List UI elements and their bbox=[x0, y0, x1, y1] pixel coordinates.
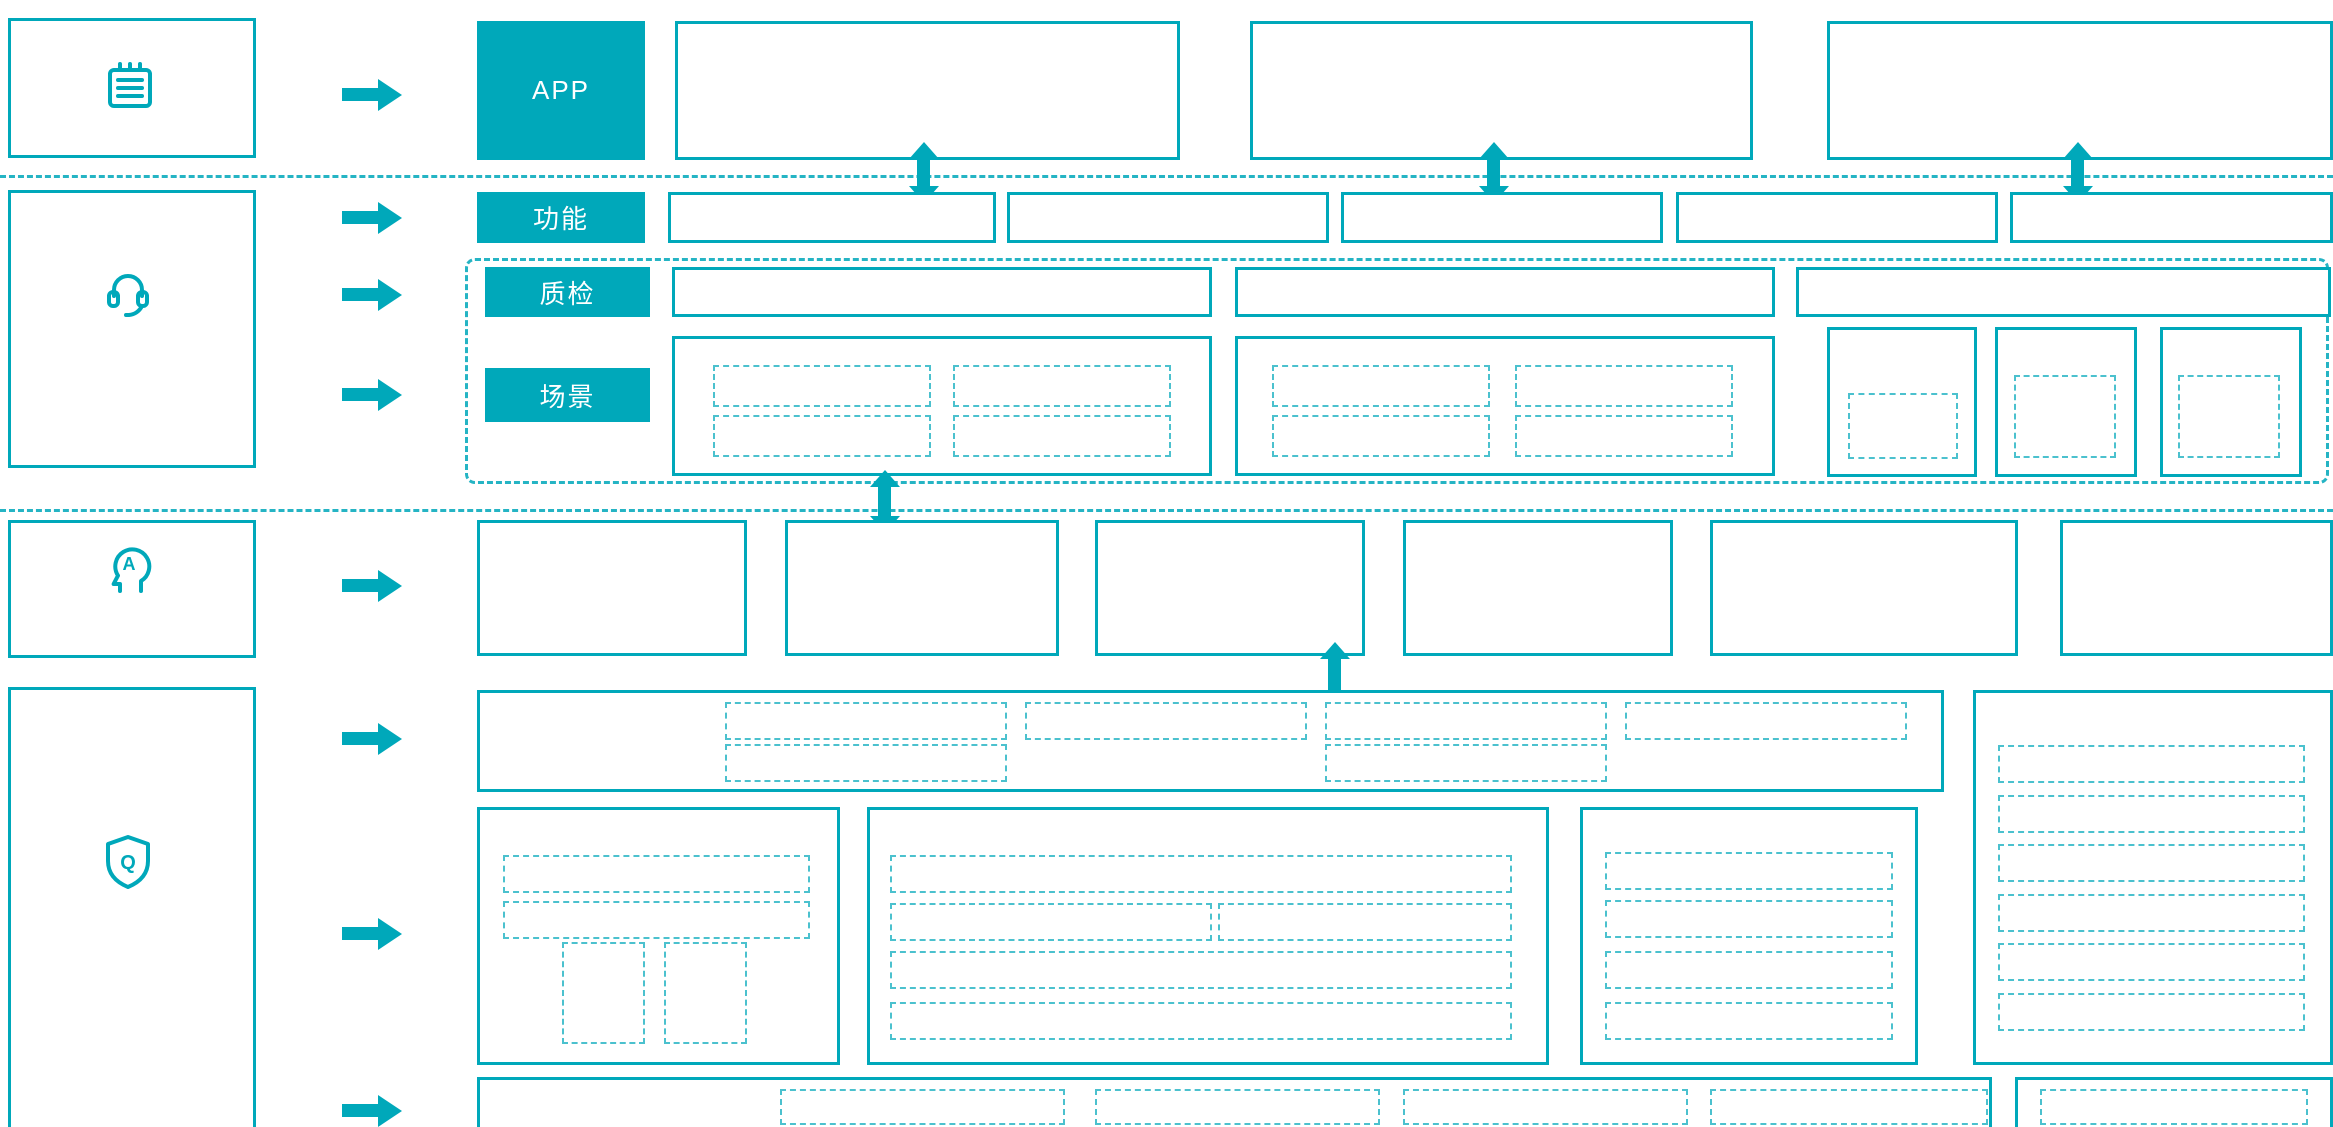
base-bar-right bbox=[2015, 1077, 2333, 1127]
left-panel-ai bbox=[8, 520, 256, 658]
side-panel-row bbox=[1998, 993, 2305, 1031]
scene-tag bbox=[953, 365, 1171, 407]
inspection-module-3 bbox=[1796, 267, 2331, 317]
platform-tag bbox=[1325, 702, 1607, 740]
detail-panel-2 bbox=[867, 807, 1549, 1065]
flow-arrow-scene bbox=[342, 388, 378, 401]
inspection-scene-group bbox=[465, 258, 2329, 484]
detail-row bbox=[1605, 900, 1893, 938]
sync-arrow-1 bbox=[917, 159, 930, 186]
flow-arrow-inspection bbox=[342, 288, 378, 301]
agent-headset-icon bbox=[107, 274, 149, 317]
base-tag bbox=[1710, 1089, 1988, 1125]
detail-row bbox=[1605, 1002, 1893, 1040]
scene-card-1 bbox=[1827, 327, 1977, 477]
app-layer-label: APP bbox=[477, 21, 645, 160]
side-panel-row bbox=[1998, 943, 2305, 981]
engine-module-2 bbox=[785, 520, 1059, 656]
detail-row bbox=[890, 951, 1512, 989]
detail-row bbox=[1218, 903, 1512, 941]
app-module-1 bbox=[675, 21, 1180, 160]
engine-module-6 bbox=[2060, 520, 2333, 656]
engine-module-3 bbox=[1095, 520, 1365, 656]
scene-tag bbox=[1272, 415, 1490, 457]
app-module-2 bbox=[1250, 21, 1753, 160]
function-module-3 bbox=[1341, 192, 1663, 243]
platform-tag bbox=[1325, 744, 1607, 782]
platform-tag bbox=[725, 744, 1007, 782]
quality-shield-icon: Q bbox=[106, 835, 150, 889]
flow-arrow-platform bbox=[342, 732, 378, 745]
flow-arrow-engine bbox=[342, 579, 378, 592]
function-module-4 bbox=[1676, 192, 1998, 243]
quality-glyph: Q bbox=[120, 852, 136, 874]
ledger-icon bbox=[108, 62, 152, 108]
left-panel-agent bbox=[8, 190, 256, 468]
detail-row bbox=[503, 901, 810, 939]
sync-arrow-2 bbox=[1487, 159, 1500, 186]
function-module-2 bbox=[1007, 192, 1329, 243]
platform-tag bbox=[1025, 702, 1307, 740]
side-panel-row bbox=[1998, 844, 2305, 882]
detail-row bbox=[1605, 951, 1893, 989]
app-module-3 bbox=[1827, 21, 2333, 160]
scene-layer-label: 场景 bbox=[485, 368, 650, 422]
detail-row bbox=[890, 903, 1212, 941]
function-layer-label: 功能 bbox=[477, 192, 645, 243]
ai-assistant-icon: A bbox=[111, 547, 152, 593]
sync-arrow-3 bbox=[2071, 159, 2084, 186]
scene-card-tag bbox=[1848, 393, 1958, 459]
base-tag bbox=[2040, 1089, 2308, 1125]
scene-tag bbox=[713, 365, 931, 407]
platform-bar bbox=[477, 690, 1944, 792]
scene-tag bbox=[713, 415, 931, 457]
kpi-card bbox=[562, 942, 645, 1044]
side-panel-row bbox=[1998, 745, 2305, 783]
side-panel-row bbox=[1998, 795, 2305, 833]
detail-row bbox=[890, 1002, 1512, 1040]
scene-card-tag bbox=[2178, 375, 2280, 458]
scene-tag bbox=[1515, 415, 1733, 457]
scene-card-2 bbox=[1995, 327, 2137, 477]
ai-glyph: A bbox=[123, 554, 136, 574]
side-panel bbox=[1973, 690, 2333, 1065]
platform-tag bbox=[1625, 702, 1907, 740]
left-panel-quality bbox=[8, 687, 256, 1127]
flow-arrow-base bbox=[342, 1104, 378, 1117]
engine-module-1 bbox=[477, 520, 747, 656]
base-tag bbox=[1403, 1089, 1688, 1125]
inspection-module-1 bbox=[672, 267, 1212, 317]
function-module-5 bbox=[2010, 192, 2333, 243]
detail-panel-1 bbox=[477, 807, 840, 1065]
flow-arrow-app bbox=[342, 88, 378, 101]
scene-tag bbox=[1272, 365, 1490, 407]
scene-tag bbox=[953, 415, 1171, 457]
flow-arrow-function bbox=[342, 211, 378, 224]
layer-divider-top bbox=[0, 175, 2333, 178]
engine-module-4 bbox=[1403, 520, 1673, 656]
flow-arrow-detail bbox=[342, 927, 378, 940]
sync-arrow-engine-platform bbox=[1328, 659, 1341, 691]
sync-arrow-scene-engine bbox=[878, 487, 891, 516]
detail-row bbox=[1605, 852, 1893, 890]
inspection-layer-label: 质检 bbox=[485, 267, 650, 317]
scene-card-tag bbox=[2014, 375, 2116, 458]
function-module-1 bbox=[668, 192, 996, 243]
engine-module-5 bbox=[1710, 520, 2018, 656]
inspection-module-2 bbox=[1235, 267, 1775, 317]
base-tag bbox=[780, 1089, 1065, 1125]
kpi-card bbox=[664, 942, 747, 1044]
side-panel-row bbox=[1998, 894, 2305, 932]
layer-divider-middle bbox=[0, 509, 2333, 512]
platform-tag bbox=[725, 702, 1007, 740]
scene-tag bbox=[1515, 365, 1733, 407]
base-tag bbox=[1095, 1089, 1380, 1125]
detail-row bbox=[890, 855, 1512, 893]
base-bar bbox=[477, 1077, 1992, 1127]
detail-row bbox=[503, 855, 810, 893]
